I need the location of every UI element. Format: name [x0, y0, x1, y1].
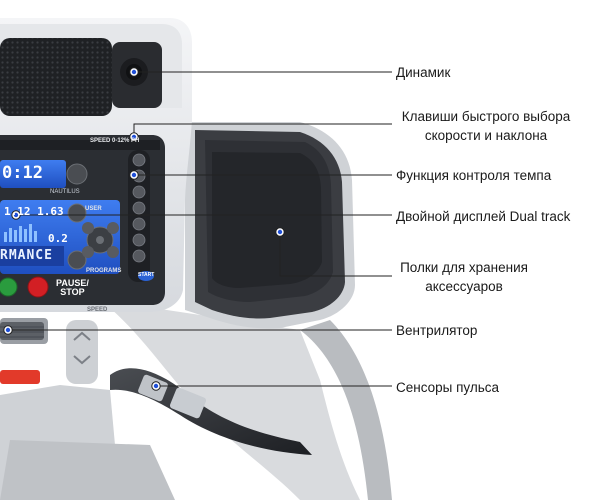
callout-markers	[3, 67, 285, 391]
label-shelves: Полки для хранения аксессуаров	[396, 258, 532, 296]
programs-label: PROGRAMS	[86, 268, 122, 274]
user-label: USER	[85, 206, 102, 212]
brand-label: NAUTILUS	[50, 189, 80, 195]
label-speaker: Динамик	[396, 65, 451, 80]
label-pulse-sensors: Сенсоры пульса	[396, 380, 500, 395]
display-top-value: 0:12	[2, 163, 43, 183]
start-label: START	[138, 272, 155, 278]
label-dual-display: Двойной дисплей Dual track	[396, 209, 571, 224]
pause-stop-label: PAUSE/ STOP	[56, 279, 89, 297]
label-shelves-line2: аксессуаров	[425, 279, 503, 294]
label-quick-keys-line1: Клавиши быстрого выбора	[401, 109, 571, 124]
label-quick-keys-line2: скорости и наклона	[424, 128, 548, 143]
speaker-grille	[0, 38, 112, 116]
display-mid-value2: 0.2	[48, 232, 68, 245]
display-banner: RMANCE	[0, 248, 53, 263]
fan-grille	[0, 318, 98, 384]
label-shelves-line1: Полки для хранения	[400, 260, 528, 275]
speed-label: SPEED	[87, 307, 108, 313]
console-speed-header: SPEED 0-12% PH	[90, 138, 140, 144]
display-mid-values: 1.12 1.63	[4, 205, 64, 218]
control-buttons	[66, 163, 119, 270]
stop-label: STOP	[60, 287, 85, 297]
storage-shelf	[185, 122, 355, 329]
label-pace-control: Функция контроля темпа	[396, 168, 552, 183]
label-quick-keys: Клавиши быстрого выбора скорости и накло…	[396, 107, 576, 145]
label-fan: Вентрилятор	[396, 323, 478, 338]
pause-label: PAUSE/	[56, 278, 89, 288]
start-stop-buttons	[0, 276, 49, 298]
